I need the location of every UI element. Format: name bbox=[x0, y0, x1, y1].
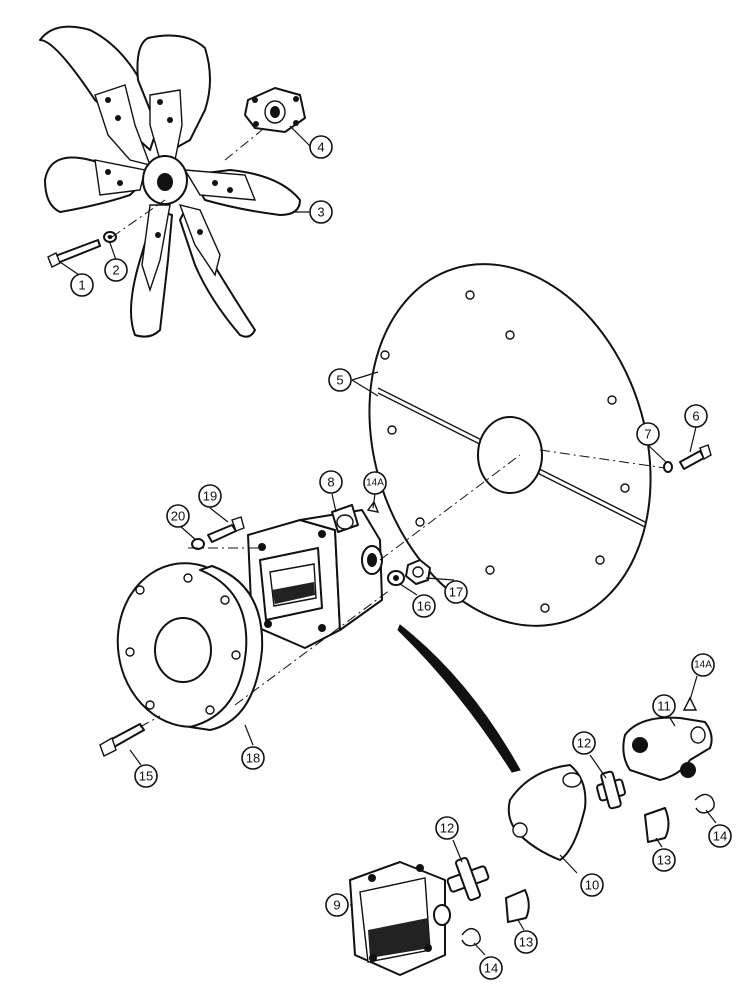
svg-text:2: 2 bbox=[112, 263, 119, 278]
housing-bolt bbox=[207, 516, 245, 543]
svg-text:7: 7 bbox=[644, 427, 651, 442]
adapter-plate bbox=[116, 562, 264, 731]
fan-assembly bbox=[39, 25, 301, 338]
callout-5: 5 bbox=[328, 368, 352, 392]
callout-14-right: 14 bbox=[708, 824, 732, 848]
callout-20: 20 bbox=[166, 504, 190, 528]
svg-text:8: 8 bbox=[327, 475, 334, 490]
svg-text:5: 5 bbox=[336, 373, 343, 388]
fan-spacer bbox=[244, 87, 306, 133]
svg-text:19: 19 bbox=[203, 489, 217, 504]
callout-14-left: 14 bbox=[479, 956, 503, 980]
snap-ring-right bbox=[694, 793, 715, 814]
fan-bolt bbox=[47, 239, 101, 268]
svg-text:14A: 14A bbox=[694, 660, 712, 671]
callout-15: 15 bbox=[134, 764, 158, 788]
svg-text:3: 3 bbox=[317, 205, 324, 220]
svg-text:6: 6 bbox=[692, 409, 699, 424]
callout-3: 3 bbox=[309, 200, 333, 224]
callout-13-right: 13 bbox=[652, 848, 676, 872]
svg-text:13: 13 bbox=[519, 935, 533, 950]
universal-cross-right bbox=[596, 770, 626, 810]
universal-cross-left bbox=[446, 857, 490, 901]
callout-4: 4 bbox=[309, 135, 333, 159]
svg-text:14A: 14A bbox=[366, 478, 384, 489]
callout-6: 6 bbox=[684, 404, 708, 428]
plate-washer bbox=[663, 461, 673, 473]
center-yoke bbox=[507, 764, 587, 861]
callout-14a-right: 14A bbox=[691, 653, 715, 677]
svg-text:14: 14 bbox=[713, 829, 727, 844]
snap-ring-left bbox=[461, 927, 481, 947]
callout-7: 7 bbox=[636, 422, 660, 446]
callout-17: 17 bbox=[444, 580, 468, 604]
callout-12-left: 12 bbox=[435, 816, 459, 840]
callout-14a-top: 14A bbox=[363, 471, 387, 495]
plate-bolt bbox=[679, 444, 712, 470]
callout-16: 16 bbox=[412, 594, 436, 618]
svg-text:10: 10 bbox=[585, 878, 599, 893]
svg-text:20: 20 bbox=[171, 509, 185, 524]
svg-text:11: 11 bbox=[657, 699, 671, 714]
flange-yoke bbox=[622, 696, 713, 781]
housing-nut bbox=[405, 559, 431, 585]
svg-text:17: 17 bbox=[449, 585, 463, 600]
svg-text:4: 4 bbox=[317, 140, 324, 155]
callout-13-left: 13 bbox=[514, 930, 538, 954]
flow-arrow bbox=[397, 624, 521, 773]
bearing-housing bbox=[247, 500, 383, 649]
svg-text:16: 16 bbox=[417, 599, 431, 614]
svg-text:1: 1 bbox=[78, 278, 85, 293]
svg-text:9: 9 bbox=[333, 898, 340, 913]
svg-text:12: 12 bbox=[577, 736, 591, 751]
svg-text:18: 18 bbox=[246, 751, 260, 766]
adapter-bolt bbox=[99, 723, 145, 757]
callout-1: 1 bbox=[70, 273, 94, 297]
fan-washer bbox=[103, 231, 117, 243]
svg-text:13: 13 bbox=[657, 853, 671, 868]
flange bbox=[349, 861, 451, 976]
callout-8: 8 bbox=[319, 470, 343, 494]
callout-9: 9 bbox=[325, 893, 349, 917]
svg-text:14: 14 bbox=[484, 961, 498, 976]
housing-washer-small bbox=[191, 538, 205, 550]
bearing-cap-left bbox=[505, 889, 530, 923]
callout-12-right: 12 bbox=[572, 731, 596, 755]
callout-2: 2 bbox=[104, 258, 128, 282]
housing-washer bbox=[387, 570, 405, 586]
callout-10: 10 bbox=[580, 873, 604, 897]
callout-18: 18 bbox=[241, 746, 265, 770]
svg-text:12: 12 bbox=[440, 821, 454, 836]
leader-lines bbox=[59, 125, 717, 956]
svg-text:15: 15 bbox=[139, 769, 153, 784]
bearing-cap-right bbox=[644, 807, 670, 843]
callout-11: 11 bbox=[652, 694, 676, 718]
callout-19: 19 bbox=[198, 484, 222, 508]
